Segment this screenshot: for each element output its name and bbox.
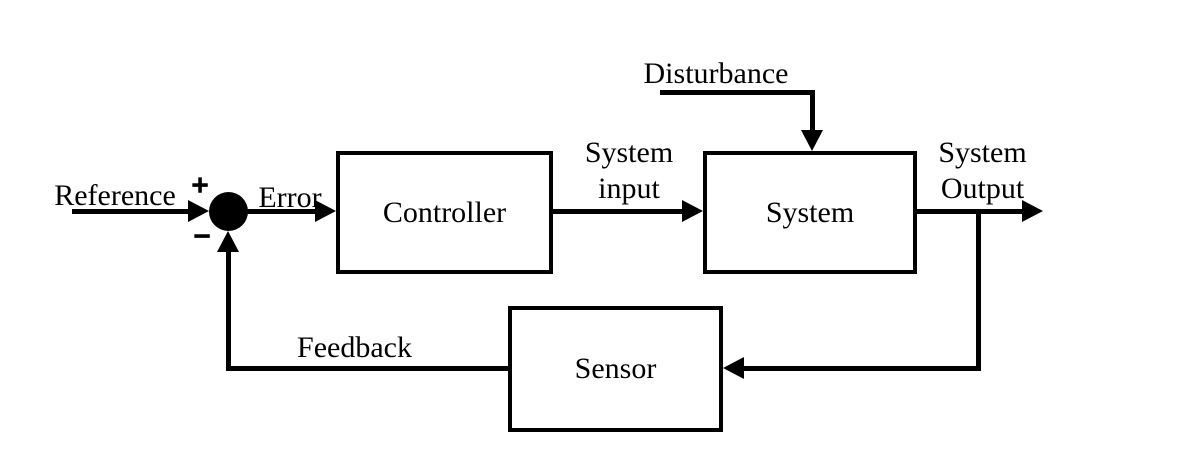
summing-junction xyxy=(209,192,248,231)
disturbance-line-vertical xyxy=(810,90,815,132)
minus-sign: − xyxy=(193,220,212,253)
system-input-line xyxy=(553,209,685,214)
sensor-label: Sensor xyxy=(574,352,657,385)
system-output-line xyxy=(917,209,1025,214)
feedback-arrowhead-icon xyxy=(217,231,239,252)
controller-block: Controller xyxy=(336,151,553,274)
system-label: System xyxy=(765,195,855,229)
plus-sign: + xyxy=(191,169,210,202)
output-branch-line-horizontal xyxy=(741,366,981,371)
error-label: Error xyxy=(258,181,322,214)
sensor-input-arrowhead-icon xyxy=(723,357,744,379)
system-output-label: System Output xyxy=(938,136,1027,205)
system-input-arrowhead-icon xyxy=(682,200,703,222)
controller-label: Controller xyxy=(382,195,507,229)
error-line xyxy=(246,209,318,214)
feedback-line-vertical xyxy=(226,250,231,371)
system-output-arrowhead-icon xyxy=(1022,200,1043,222)
system-block: System xyxy=(703,151,917,274)
disturbance-line-horizontal xyxy=(660,90,815,95)
sensor-block: Sensor xyxy=(508,306,723,432)
reference-arrowhead-icon xyxy=(188,200,209,222)
error-arrowhead-icon xyxy=(315,200,336,222)
disturbance-label: Disturbance xyxy=(643,57,789,90)
system-input-label: System input xyxy=(584,136,674,205)
feedback-line-horizontal xyxy=(226,366,508,371)
output-branch-line-vertical xyxy=(976,209,981,371)
disturbance-arrowhead-icon xyxy=(801,130,823,151)
reference-label: Reference xyxy=(54,179,176,212)
reference-line xyxy=(72,209,192,214)
feedback-label: Feedback xyxy=(297,331,412,364)
